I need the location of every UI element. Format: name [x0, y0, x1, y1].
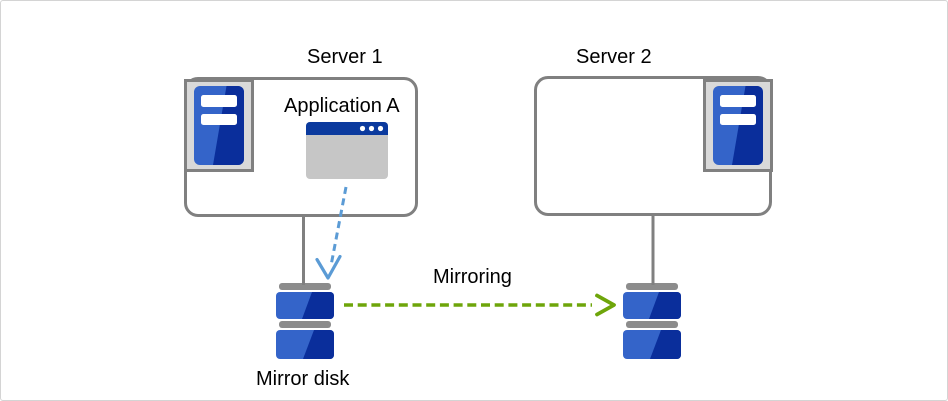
mirroring-label: Mirroring	[433, 266, 512, 288]
server2-label: Server 2	[576, 46, 652, 68]
application-a-label: Application A	[284, 95, 400, 117]
mirroring-arrow	[344, 293, 616, 317]
window-dots-icon	[359, 125, 384, 132]
server1-label: Server 1	[307, 46, 383, 68]
application-window-icon	[306, 122, 388, 179]
mirror-disk-label: Mirror disk	[256, 368, 350, 390]
server-tower-icon	[703, 79, 773, 172]
server-tower-icon	[184, 79, 254, 172]
disk-stack-icon	[276, 283, 334, 359]
disk-stack-icon	[623, 283, 681, 359]
